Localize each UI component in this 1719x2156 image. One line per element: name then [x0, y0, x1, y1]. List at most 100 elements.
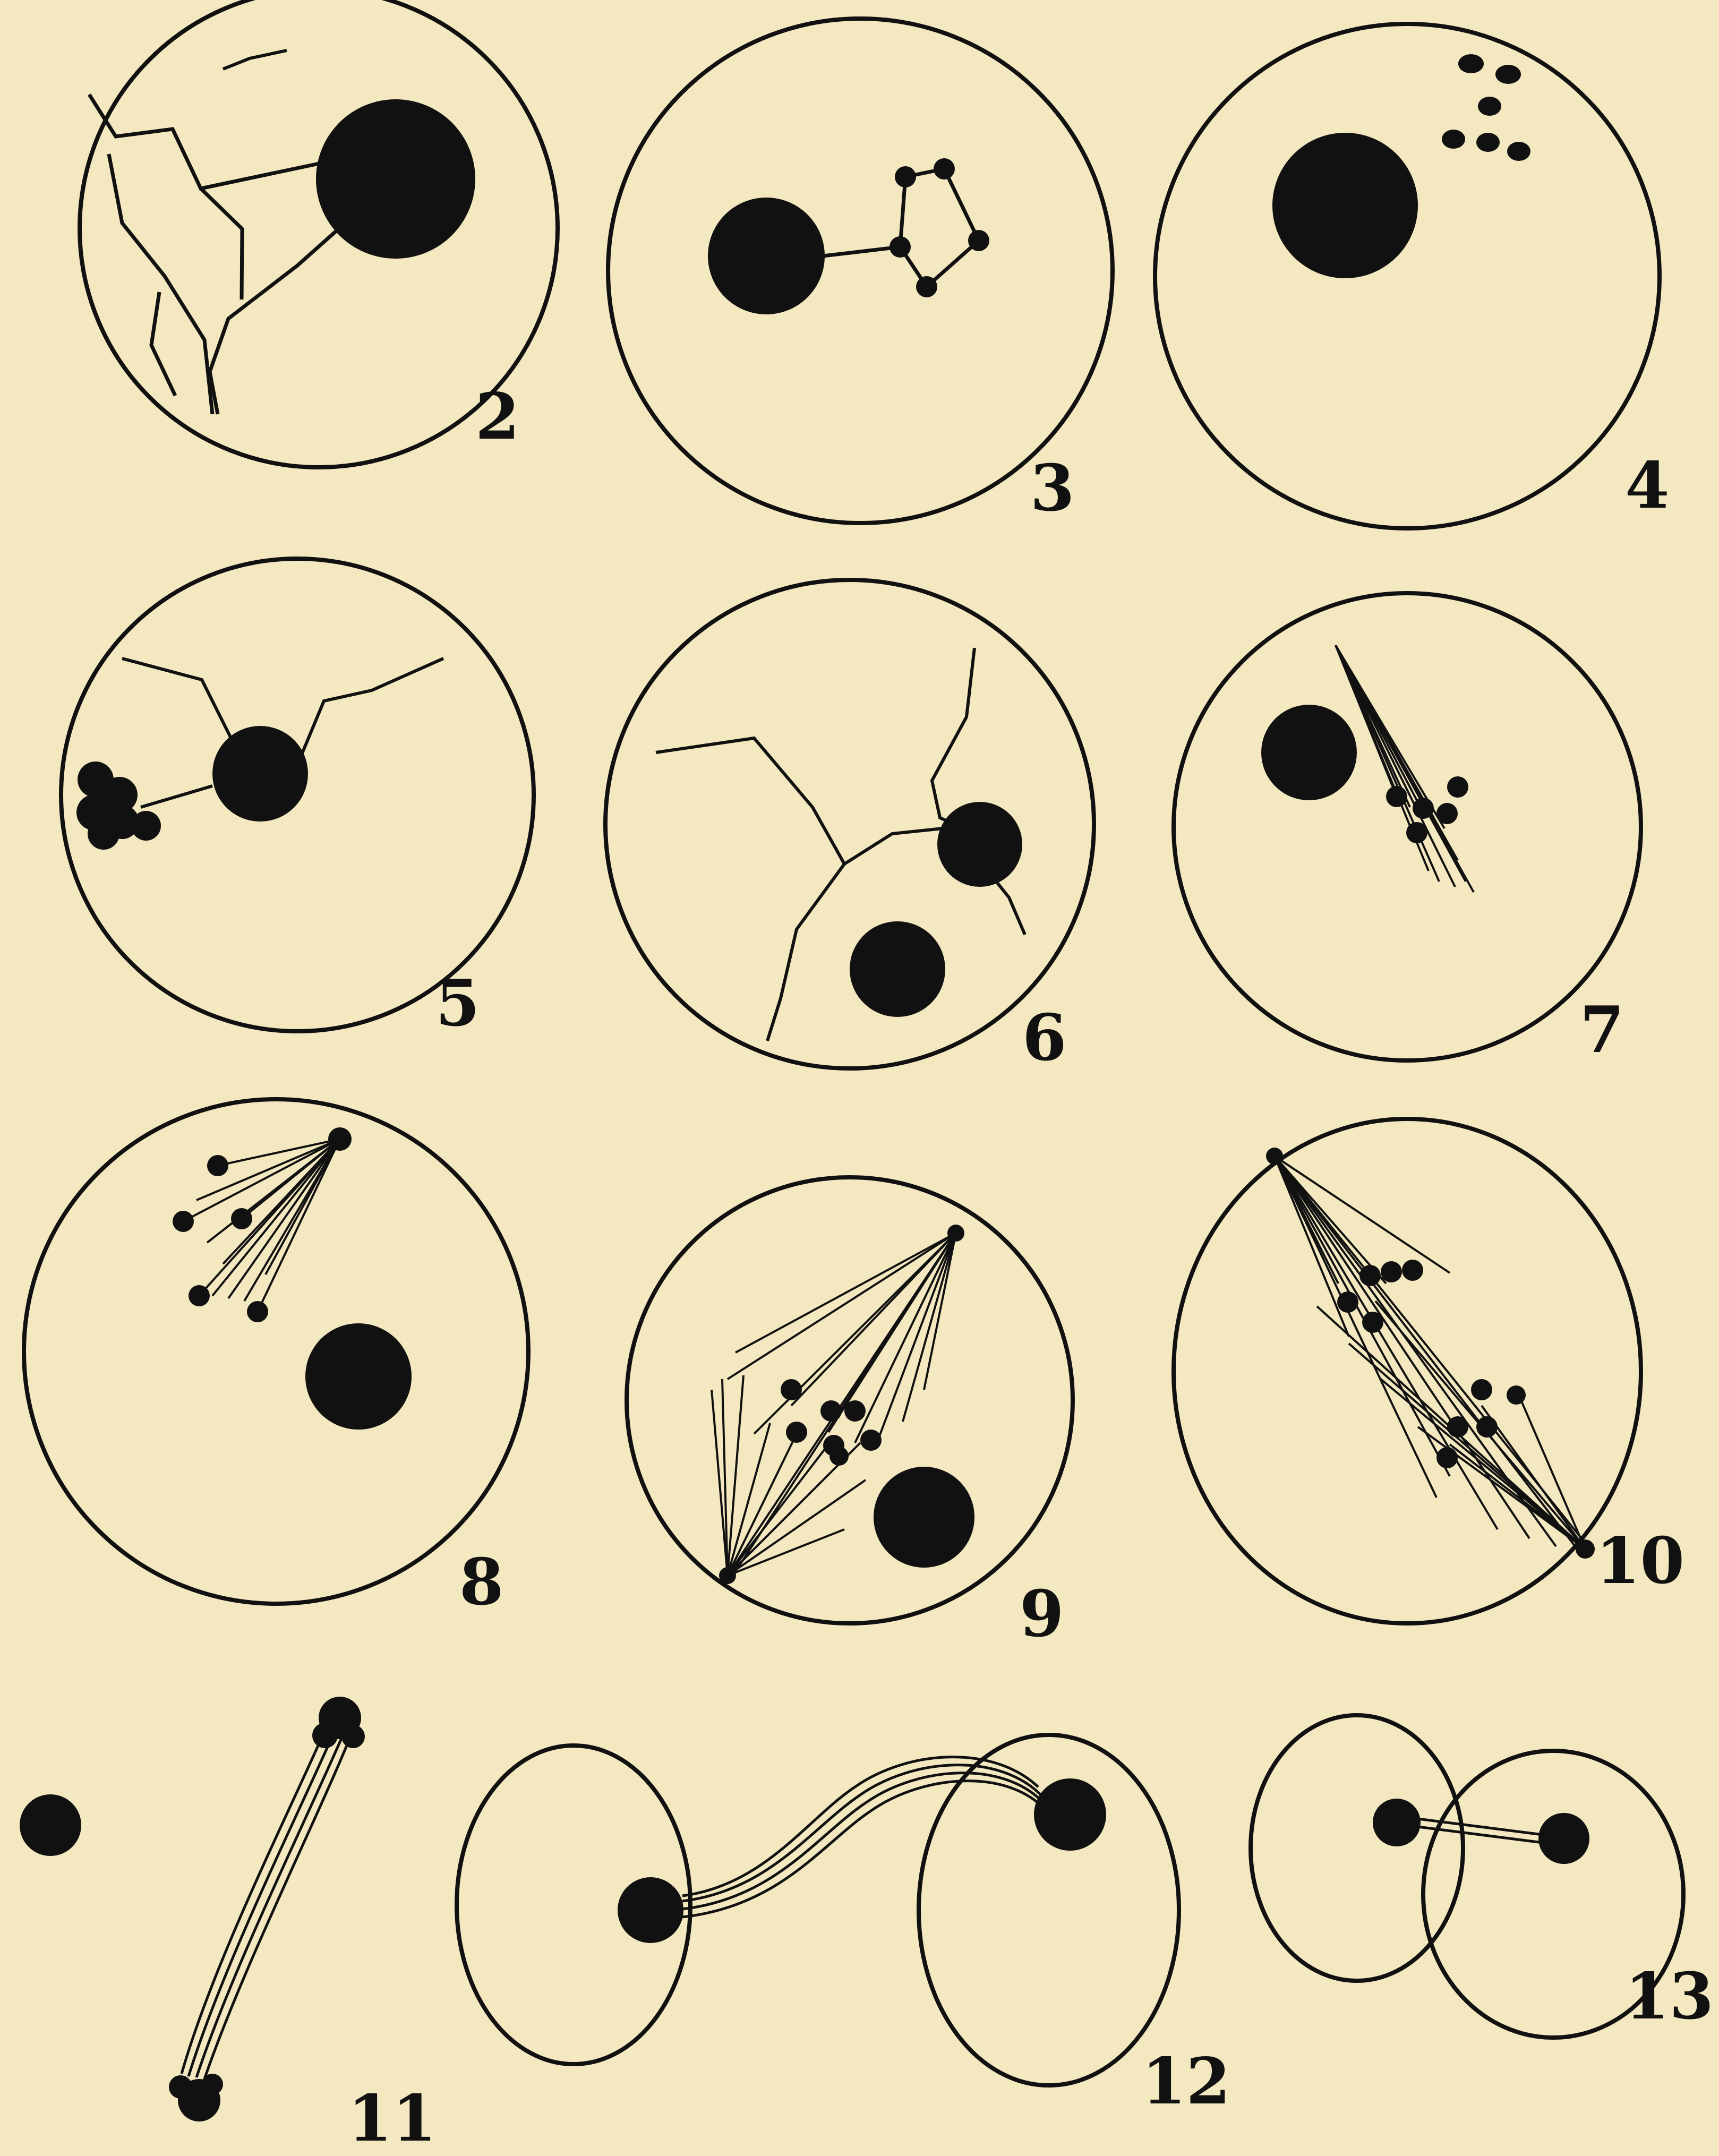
- chromosome: [1436, 1447, 1458, 1468]
- figure-3-drawing: [608, 19, 1113, 523]
- nucleus: [212, 726, 308, 822]
- chromosome: [1478, 97, 1501, 116]
- figure-label-6: 6: [1022, 1006, 1067, 1070]
- network-line: [109, 154, 212, 414]
- chromosome: [895, 166, 916, 187]
- figure-13-drawing: [1251, 1715, 1683, 2038]
- figure-label-10: 10: [1596, 1529, 1684, 1593]
- chromosome: [1507, 142, 1530, 161]
- chromosome: [207, 1155, 228, 1176]
- spindle-fibres: [182, 1730, 350, 2079]
- cell-outline: [608, 19, 1113, 523]
- figure-12-drawing: [457, 1735, 1179, 2085]
- chromosome: [1447, 1416, 1468, 1438]
- chromosome: [1413, 798, 1434, 819]
- figure-label-4: 4: [1625, 454, 1670, 518]
- figure-9-drawing: [627, 1177, 1073, 1623]
- nucleus: [1261, 705, 1357, 800]
- chromosome: [1507, 1385, 1526, 1405]
- chromosome: [189, 1285, 210, 1306]
- chromosome: [1447, 776, 1468, 798]
- chromosome-cluster: [341, 1725, 365, 1748]
- network-line: [297, 658, 443, 765]
- chromosome: [781, 1379, 802, 1400]
- spindle-pole: [947, 1225, 964, 1242]
- chromosome-cluster: [618, 1877, 683, 1943]
- chromosome: [786, 1422, 807, 1443]
- network-line: [656, 738, 844, 864]
- chromosome: [934, 158, 955, 179]
- chromosome: [131, 811, 161, 841]
- chromosome: [1406, 822, 1427, 843]
- network-line: [210, 223, 345, 414]
- nucleus: [305, 1323, 412, 1430]
- chromosome: [1381, 1261, 1402, 1282]
- chromosome: [1471, 1379, 1492, 1400]
- chromosome-ring: [900, 169, 979, 287]
- chromosome: [1362, 1312, 1383, 1333]
- cell-outline: [1174, 593, 1641, 1060]
- chromosome: [173, 1211, 194, 1232]
- chromosome: [1359, 1265, 1381, 1286]
- chromosome: [829, 1447, 849, 1466]
- cell-outline: [605, 580, 1094, 1068]
- nucleus: [708, 198, 825, 314]
- network-line: [201, 189, 242, 300]
- nucleus: [20, 1794, 81, 1856]
- chromosome: [88, 818, 119, 850]
- chromosome: [1476, 133, 1500, 152]
- chromosome-cluster: [202, 2074, 223, 2095]
- figure-label-3: 3: [1030, 457, 1075, 520]
- chromosome-cluster: [169, 2075, 192, 2099]
- figure-8-drawing: [24, 1099, 528, 1604]
- chromosome: [1495, 65, 1521, 84]
- network-line: [844, 828, 943, 864]
- chromosome: [916, 276, 937, 297]
- figure-7-drawing: [1174, 593, 1641, 1060]
- nucleus: [1272, 133, 1418, 278]
- chromosome-cluster: [1538, 1813, 1589, 1864]
- figure-4-drawing: [1155, 24, 1660, 528]
- chromosome: [860, 1430, 882, 1451]
- spindle-fibres: [682, 1757, 1046, 1917]
- chromosome: [890, 236, 911, 258]
- spindle-fibres: [1336, 645, 1474, 892]
- nucleus: [850, 921, 945, 1017]
- chromosome-cluster: [312, 1723, 338, 1748]
- network-line: [767, 864, 844, 1041]
- spindle-pole: [719, 1567, 736, 1584]
- chromosome-cluster: [1034, 1778, 1106, 1851]
- chromosome-cluster: [1373, 1799, 1421, 1846]
- figure-label-11: 11: [348, 2087, 437, 2151]
- figure-10-drawing: [1174, 1119, 1641, 1623]
- chromosome: [820, 1400, 842, 1422]
- spindle-fibres: [183, 1139, 340, 1312]
- cell-outline: [1174, 1119, 1641, 1623]
- connecting-strand: [141, 786, 212, 807]
- figure-label-5: 5: [435, 972, 480, 1036]
- chromosome: [328, 1127, 352, 1151]
- cell-outline: [1155, 24, 1660, 528]
- figure-label-13: 13: [1625, 1965, 1714, 2029]
- chromosome: [1337, 1291, 1358, 1313]
- spindle-pole: [1576, 1539, 1595, 1559]
- figure-label-9: 9: [1020, 1582, 1064, 1646]
- chromosome: [844, 1400, 866, 1422]
- network-line: [932, 648, 974, 828]
- chromosome: [247, 1301, 268, 1322]
- spindle-fibres: [1275, 1156, 1588, 1549]
- figure-6-drawing: [605, 580, 1094, 1068]
- chromosome: [1402, 1260, 1423, 1281]
- figure-label-2: 2: [475, 385, 520, 449]
- chromosome: [1436, 803, 1458, 824]
- network-line: [151, 292, 175, 396]
- chromosome: [968, 230, 989, 251]
- cell-outline: [24, 1099, 528, 1604]
- chromosome: [1476, 1416, 1498, 1438]
- network-line: [122, 658, 234, 743]
- chromosome: [231, 1208, 252, 1229]
- connecting-strand: [823, 247, 900, 256]
- figure-5-drawing: [61, 559, 534, 1031]
